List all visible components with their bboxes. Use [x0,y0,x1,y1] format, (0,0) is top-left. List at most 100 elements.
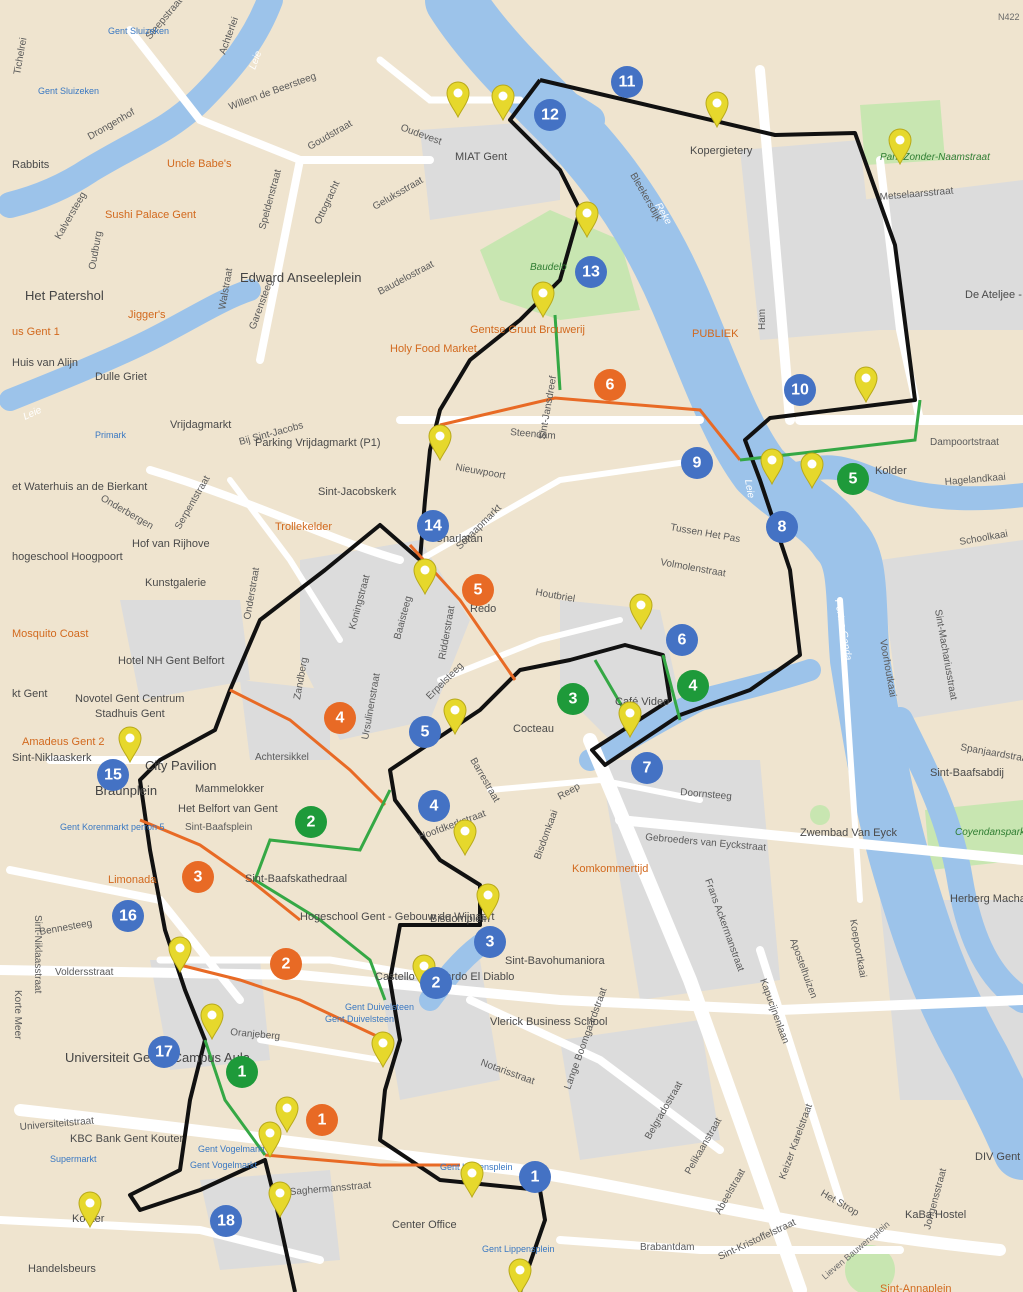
stop-badge-blue-11[interactable]: 11 [611,66,643,98]
poi-uncle-babes: Uncle Babe's [167,158,232,170]
stop-badge-blue-13[interactable]: 13 [575,256,607,288]
stop-badge-blue-2[interactable]: 2 [420,967,452,999]
stop-badge-green-1[interactable]: 1 [226,1056,258,1088]
location-pin-icon[interactable] [705,91,729,129]
badge-circle [666,624,698,656]
location-pin-icon[interactable] [268,1181,292,1219]
street-voldersstraat: Voldersstraat [55,967,114,978]
location-pin-icon[interactable] [854,366,878,404]
poi-gruut: Gentse Gruut Brouwerij [470,324,585,336]
location-pin-icon[interactable] [200,1003,224,1041]
poi-duivelsteen: Gent Duivelsteen [345,1002,414,1012]
stop-badge-blue-9[interactable]: 9 [681,447,713,479]
poi-trollekelder: Trollekelder [275,521,332,533]
badge-number: 13 [582,264,600,281]
location-pin-icon[interactable] [800,452,824,490]
badge-number: 9 [693,455,702,472]
location-pin-icon[interactable] [428,424,452,462]
poi-stadhuis: Stadhuis Gent [95,708,165,720]
poi-mammelokker: Mammelokker [195,783,264,795]
stop-badge-blue-3[interactable]: 3 [474,926,506,958]
stop-badge-orange-3[interactable]: 3 [182,861,214,893]
stop-badge-blue-18[interactable]: 18 [210,1205,242,1237]
stop-badge-orange-5[interactable]: 5 [462,574,494,606]
poi-kaba-hostel: KaBa Hostel [905,1209,966,1221]
badge-circle [575,256,607,288]
badge-circle [519,1161,551,1193]
poi-hof-van-rijhove: Hof van Rijhove [132,538,210,550]
location-pin-icon[interactable] [446,81,470,119]
location-pin-icon[interactable] [443,698,467,736]
stop-badge-orange-6[interactable]: 6 [594,369,626,401]
location-pin-icon[interactable] [258,1121,282,1159]
stop-badge-blue-15[interactable]: 15 [97,759,129,791]
poi-belfort: Het Belfort van Gent [178,803,278,815]
poi-publiek: PUBLIEK [692,328,739,340]
badge-number: 18 [217,1213,235,1230]
badge-number: 4 [430,798,439,815]
location-pin-icon[interactable] [508,1258,532,1292]
poi-kopergietery: Kopergietery [690,145,753,157]
location-pin-icon[interactable] [575,201,599,239]
stop-badge-orange-2[interactable]: 2 [270,948,302,980]
location-pin-icon[interactable] [629,593,653,631]
location-pin-icon[interactable] [118,726,142,764]
stop-badge-green-5[interactable]: 5 [837,463,869,495]
stop-badge-blue-1[interactable]: 1 [519,1161,551,1193]
stop-badge-blue-8[interactable]: 8 [766,511,798,543]
poi-zwembad: Zwembad Van Eyck [800,827,898,839]
poi-hogeschool-hoogpoort: hogeschool Hoogpoort [12,551,123,563]
location-pin-icon[interactable] [413,558,437,596]
location-pin-icon[interactable] [476,883,500,921]
location-pin-icon[interactable] [491,84,515,122]
badge-circle [306,1104,338,1136]
location-pin-icon[interactable] [371,1031,395,1069]
stop-badge-green-3[interactable]: 3 [557,683,589,715]
poi-parking: Parking Vrijdagmarkt (P1) [255,437,381,449]
location-pin-icon[interactable] [760,448,784,486]
badge-number: 2 [307,814,316,831]
badge-circle [631,752,663,784]
location-pin-icon[interactable] [168,936,192,974]
stop-badge-green-2[interactable]: 2 [295,806,327,838]
stop-badge-blue-5[interactable]: 5 [409,716,441,748]
location-pin-icon[interactable] [888,128,912,166]
poi-gent-sluizeken-2: Gent Sluizeken [38,86,99,96]
badge-circle [409,716,441,748]
stop-badge-blue-16[interactable]: 16 [112,900,144,932]
stop-badge-orange-1[interactable]: 1 [306,1104,338,1136]
badge-number: 3 [486,934,495,951]
location-pin-icon[interactable] [531,281,555,319]
stop-badge-blue-10[interactable]: 10 [784,374,816,406]
location-pin-icon[interactable] [618,701,642,739]
stop-badge-green-4[interactable]: 4 [677,670,709,702]
location-pin-icon[interactable] [275,1096,299,1134]
stop-badge-orange-4[interactable]: 4 [324,702,356,734]
poi-edward-anseeleplein: Edward Anseeleplein [240,270,361,285]
location-pin-icon[interactable] [453,819,477,857]
poi-duivelsteen-2: Gent Duivelsteen [325,1014,394,1024]
badge-number: 14 [424,518,442,535]
stop-badge-blue-7[interactable]: 7 [631,752,663,784]
poi-miat-gent: MIAT Gent [455,151,507,163]
stop-badge-blue-6[interactable]: 6 [666,624,698,656]
poi-korenmarkt: Gent Korenmarkt perron 5 [60,822,165,832]
location-pin-icon[interactable] [460,1161,484,1199]
location-pin-icon[interactable] [78,1191,102,1229]
poi-hogeschool-wijnaert: Hogeschool Gent - Gebouw de Wijnaert [300,911,494,923]
poi-vrijdagmarkt: Vrijdagmarkt [170,419,231,431]
stop-badge-blue-14[interactable]: 14 [417,510,449,542]
stop-badge-blue-4[interactable]: 4 [418,790,450,822]
poi-gent-sluizeken: Gent Sluizeken [108,26,169,36]
badge-circle [182,861,214,893]
badge-number: 6 [678,632,687,649]
street-hagelandkaai: Hagelandkaai [944,472,1006,488]
park-label-coyendanspark: Coyendanspark [955,827,1023,838]
badge-circle [418,790,450,822]
poi-vlerick: Vlerick Business School [490,1016,607,1028]
poi-sint-niklaaskerk: Sint-Niklaaskerk [12,752,92,764]
badge-number: 1 [318,1112,327,1129]
stop-badge-blue-12[interactable]: 12 [534,99,566,131]
stop-badge-blue-17[interactable]: 17 [148,1036,180,1068]
